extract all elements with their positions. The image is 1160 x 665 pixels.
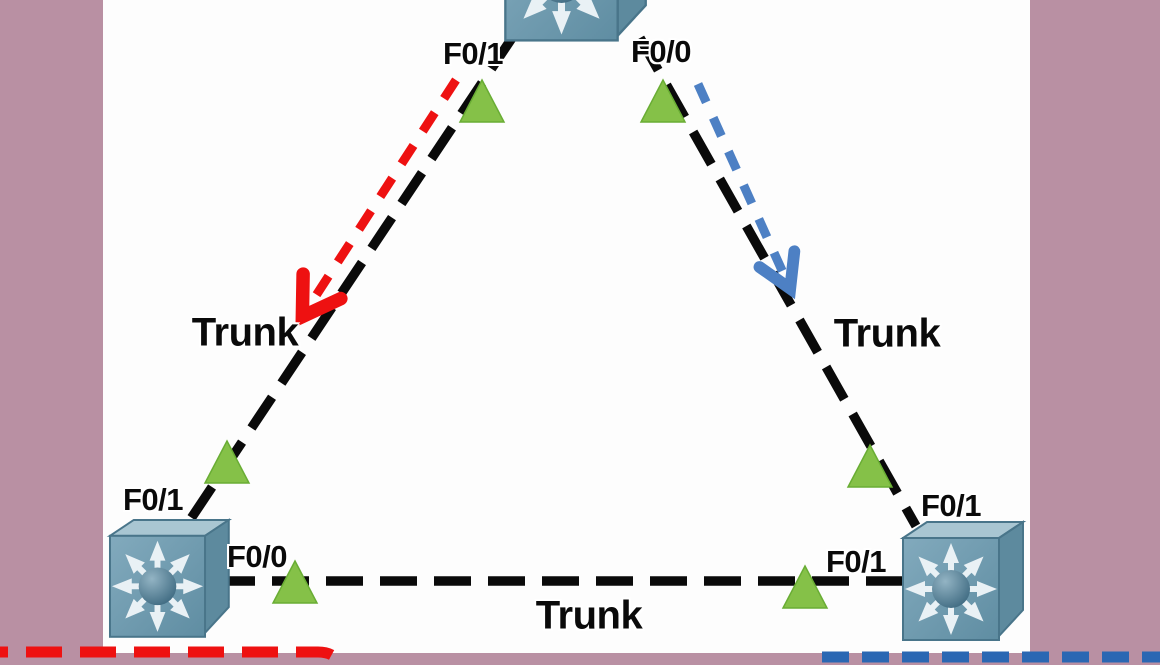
port-label-br-top: F0/1: [920, 488, 982, 523]
link-status-triangle-icon: [782, 565, 828, 609]
switch-bottom-right-icon[interactable]: [902, 521, 1024, 641]
switch-bottom-left-icon[interactable]: [108, 518, 230, 638]
port-label-br-bottom: F0/1: [825, 544, 887, 579]
red-dashed-highlight-border: [0, 646, 347, 665]
workspace-canvas: [103, 0, 1030, 653]
port-label-top-left: F0/1: [442, 36, 504, 71]
port-label-bl-left: F0/1: [122, 482, 184, 517]
switch-top-icon[interactable]: [504, 0, 647, 42]
trunk-link-left[interactable]: [182, 35, 516, 529]
blue-flow-arrow: [693, 82, 801, 300]
trunk-label-left: Trunk: [191, 310, 299, 355]
port-label-bl-right: F0/0: [226, 539, 288, 574]
trunk-label-right: Trunk: [833, 311, 941, 356]
trunk-label-bottom: Trunk: [535, 593, 643, 638]
red-flow-arrow: [304, 77, 460, 314]
port-label-top-right: F0/0: [630, 34, 692, 69]
